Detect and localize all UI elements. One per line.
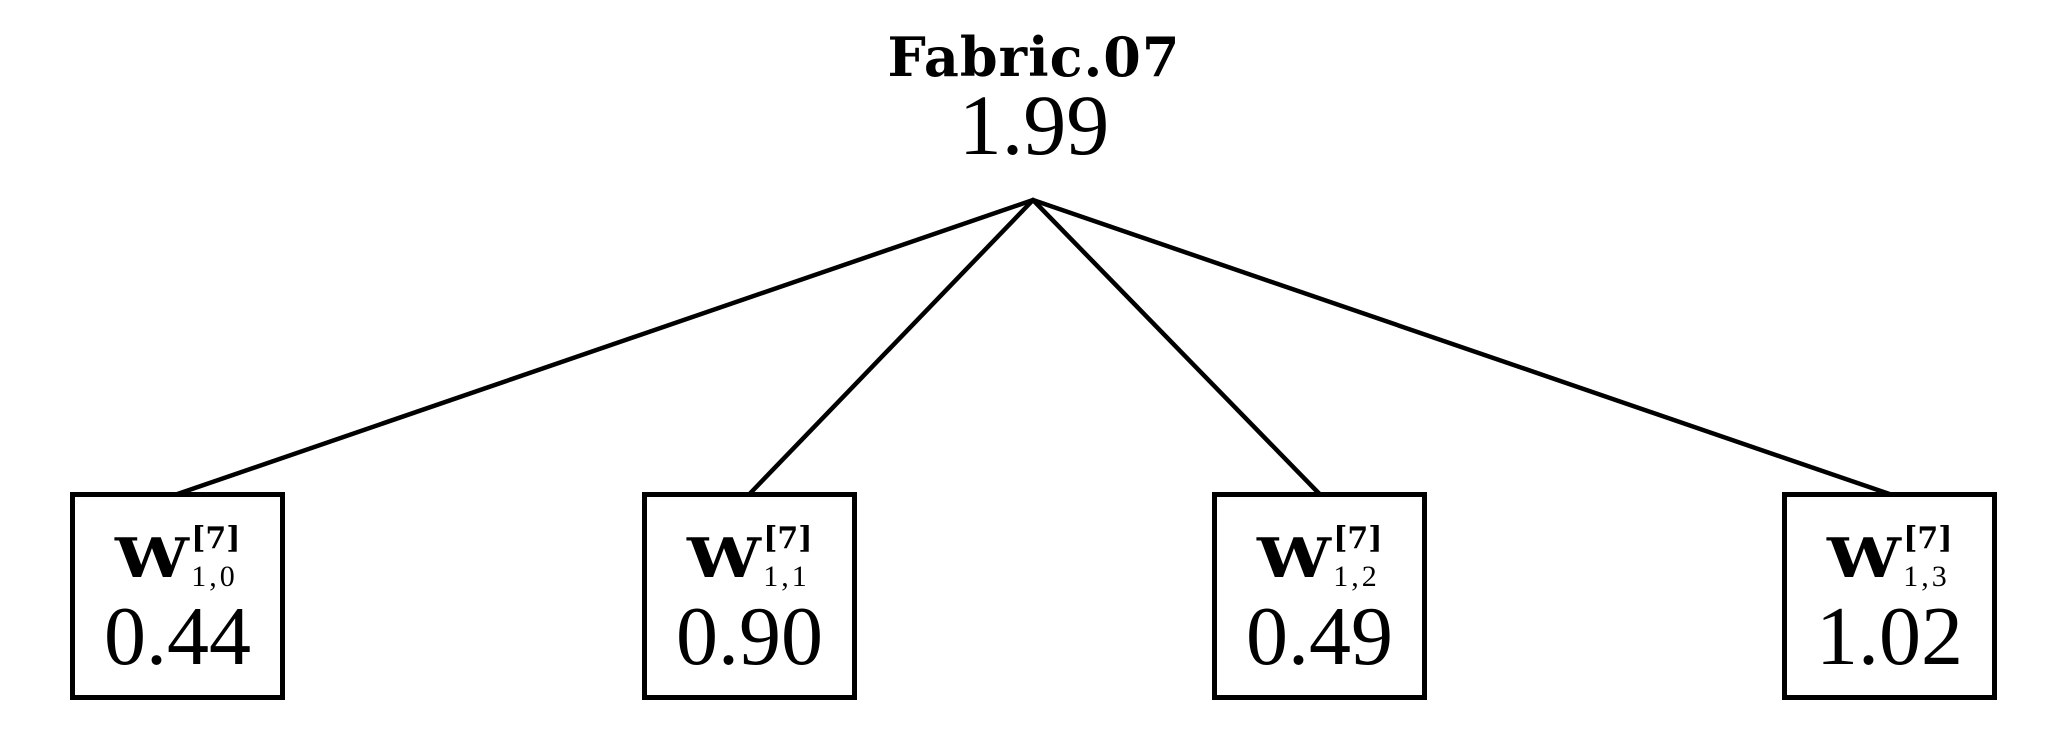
weight-subscript: 1,2 <box>1333 559 1380 593</box>
weight-symbol: W <box>686 525 761 590</box>
child-node-0-label: W [7] 1,0 <box>115 520 241 595</box>
child-node-2-label: W [7] 1,2 <box>1257 520 1383 595</box>
edge-root-to-child-1 <box>747 197 1036 497</box>
weight-indices: [7] 1,2 <box>1333 520 1382 595</box>
child-node-3: W [7] 1,3 1.02 <box>1782 492 1997 700</box>
weight-indices: [7] 1,3 <box>1903 520 1952 595</box>
root-node-value: 1.99 <box>958 77 1110 174</box>
weight-symbol: W <box>114 525 189 590</box>
weight-indices: [7] 1,0 <box>191 520 240 595</box>
child-node-2: W [7] 1,2 0.49 <box>1212 492 1427 700</box>
child-node-0-value: 0.44 <box>104 590 251 684</box>
root-node-label: Fabric.07 <box>887 25 1181 89</box>
root-node: Fabric.07 1.99 <box>0 25 2068 174</box>
child-node-0: W [7] 1,0 0.44 <box>70 492 285 700</box>
weight-subscript: 1,1 <box>763 559 810 593</box>
child-node-1-label: W [7] 1,1 <box>687 520 813 595</box>
child-node-1: W [7] 1,1 0.90 <box>642 492 857 700</box>
weight-symbol: W <box>1256 525 1331 590</box>
child-node-2-value: 0.49 <box>1246 590 1393 684</box>
weight-symbol: W <box>1826 525 1901 590</box>
weight-subscript: 1,0 <box>191 559 238 593</box>
child-node-1-value: 0.90 <box>676 590 823 684</box>
child-node-3-label: W [7] 1,3 <box>1827 520 1953 595</box>
child-node-3-value: 1.02 <box>1816 590 1963 684</box>
edge-root-to-child-0 <box>175 197 1036 497</box>
weight-indices: [7] 1,1 <box>763 520 812 595</box>
weight-superscript: [7] <box>763 521 813 557</box>
edge-root-to-child-2 <box>1030 197 1322 497</box>
weight-subscript: 1,3 <box>1903 559 1950 593</box>
weight-superscript: [7] <box>1333 521 1383 557</box>
edge-root-to-child-3 <box>1030 197 1892 497</box>
weight-superscript: [7] <box>191 521 241 557</box>
weight-superscript: [7] <box>1903 521 1953 557</box>
